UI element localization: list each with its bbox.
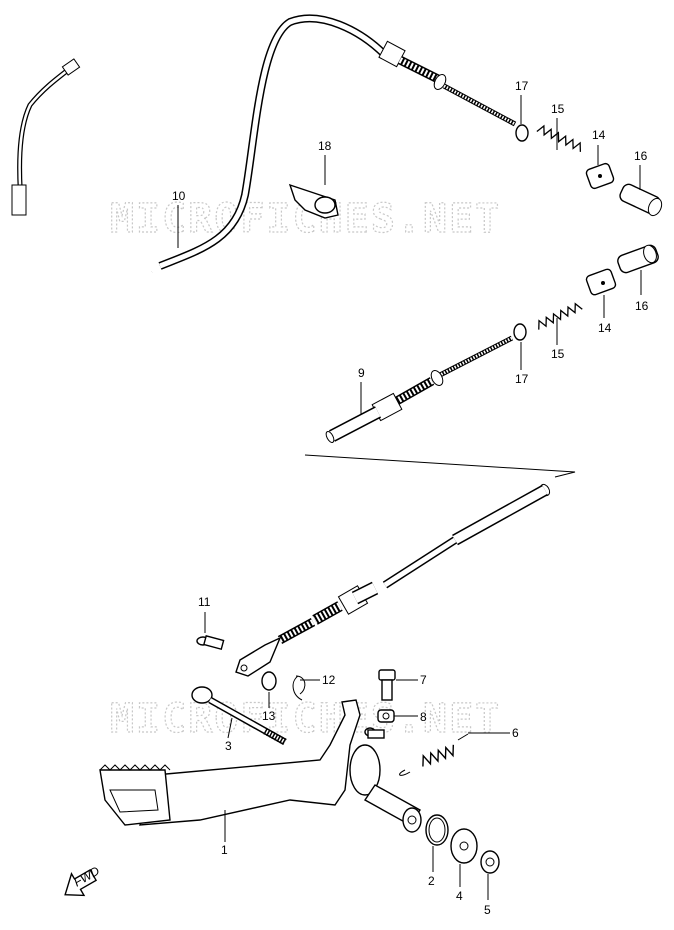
callout-17-lower: 17	[515, 372, 529, 386]
callout-4: 4	[456, 889, 463, 903]
sleeve-lower[interactable]	[585, 268, 617, 296]
spring-lower[interactable]	[535, 302, 583, 330]
leader-lines	[177, 95, 642, 900]
clevis-pin[interactable]	[196, 634, 225, 651]
callout-14-upper: 14	[592, 128, 606, 142]
spring-upper[interactable]	[536, 124, 584, 152]
nut-upper[interactable]	[618, 182, 664, 217]
callout-13: 13	[262, 709, 276, 723]
cable-lower[interactable]	[235, 335, 576, 677]
cotter-pin[interactable]	[292, 675, 306, 701]
callout-17-upper: 17	[515, 79, 529, 93]
callout-6: 6	[512, 726, 519, 740]
callout-15-upper: 15	[551, 102, 565, 116]
washer-13[interactable]	[261, 671, 277, 691]
cable-upper[interactable]	[11, 14, 517, 314]
washer-lower[interactable]	[513, 323, 527, 341]
fwd-arrow: FWD	[64, 864, 102, 897]
callout-11: 11	[198, 595, 211, 609]
callout-9: 9	[358, 366, 365, 380]
callout-3: 3	[225, 739, 232, 753]
callout-5: 5	[484, 903, 491, 917]
o-ring[interactable]	[425, 814, 449, 846]
callout-10: 10	[172, 189, 186, 203]
pedal-arm[interactable]	[99, 699, 422, 833]
callout-7: 7	[420, 673, 427, 687]
callout-18: 18	[318, 139, 332, 153]
callout-2: 2	[428, 874, 435, 888]
nut-lower[interactable]	[616, 243, 660, 274]
bolt-3[interactable]	[191, 686, 287, 746]
callout-12: 12	[322, 673, 336, 687]
callout-1: 1	[221, 843, 228, 857]
cable-clamp[interactable]	[288, 183, 339, 219]
washer-4[interactable]	[450, 828, 478, 864]
washer-upper[interactable]	[515, 124, 529, 142]
return-spring[interactable]	[399, 733, 469, 776]
watermark-bottom: MICROFICHES.NET	[110, 696, 501, 742]
sleeve-upper[interactable]	[585, 162, 615, 190]
callout-16-lower: 16	[635, 299, 649, 313]
callout-14-lower: 14	[598, 321, 612, 335]
callout-16-upper: 16	[634, 149, 648, 163]
nut-8[interactable]	[377, 709, 395, 723]
callout-8: 8	[420, 710, 427, 724]
callout-15-lower: 15	[551, 347, 565, 361]
nut-5[interactable]	[480, 850, 500, 874]
bolt-7[interactable]	[378, 669, 396, 701]
